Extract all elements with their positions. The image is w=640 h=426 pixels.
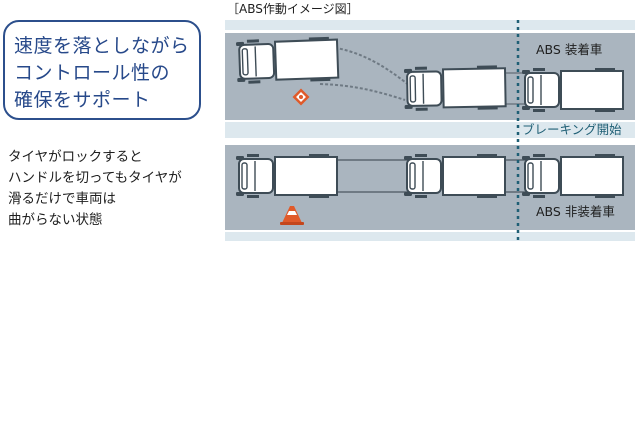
lane-band-bottom [225,232,635,241]
truck-bottom-final [521,153,624,199]
headline-line-2: コントロール性の [14,62,171,84]
bottom-road: ABS 非装着車 [225,145,635,241]
truck-bottom-middle [403,153,506,199]
diagram-title: ［ABS作動イメージ図］ [227,2,359,16]
description-line-2: ハンドルを切ってもタイヤが [8,170,182,186]
description-line-3: 滑るだけで車両は [8,191,116,207]
truck-top-initial [234,35,340,86]
top-road: ABS 装着車 [225,20,635,138]
description-line-1: タイヤがロックすると [8,149,143,165]
lane-band-top-1 [225,20,635,30]
skid-mark-top-2 [319,83,406,101]
headline-line-3: 確保をサポート [14,89,151,111]
label-with-abs: ABS 装着車 [536,42,602,57]
lane-band-middle [225,122,635,138]
label-braking-start: ブレーキング開始 [522,122,622,137]
truck-top-final [521,67,624,113]
truck-bottom-initial [235,153,338,199]
label-without-abs: ABS 非装着車 [536,204,615,219]
description-line-4: 曲がらない状態 [8,212,103,228]
headline-line-1: 速度を落としながら [14,35,190,57]
truck-top-middle [402,64,507,113]
headline-callout: 速度を落としながら コントロール性の 確保をサポート [3,20,201,120]
traffic-cone-icon [280,206,304,225]
